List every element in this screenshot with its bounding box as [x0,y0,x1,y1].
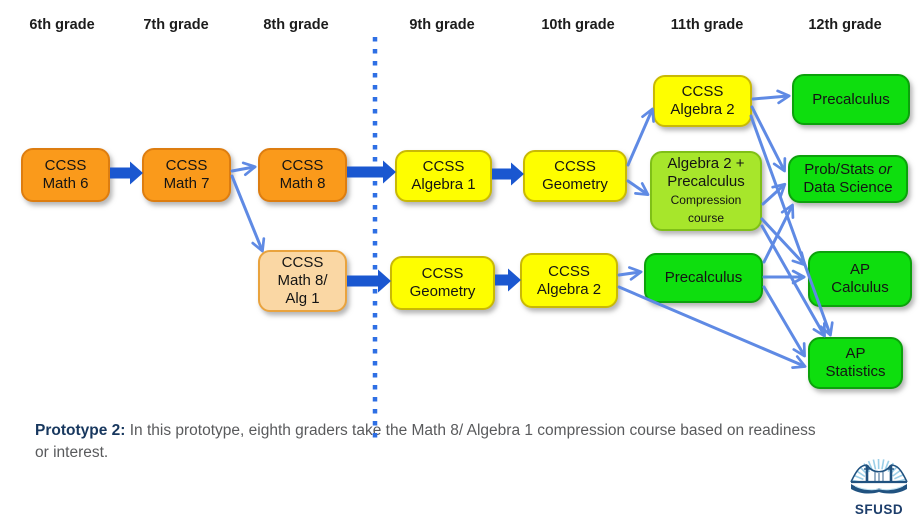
caption-text: In this prototype, eighth graders take t… [35,422,816,461]
grade-header-8th: 8th grade [263,17,329,33]
course-box-precalculus-11: Precalculus [644,253,763,303]
course-box-precalculus-12: Precalculus [792,74,910,125]
grade-header-6th: 6th grade [29,17,95,33]
logo-open-book [851,484,907,494]
grade-header-11th: 11th grade [670,17,744,33]
caption-label: Prototype 2: [35,422,126,439]
grade-header-10th: 10th grade [541,17,615,33]
grade-header-7th: 7th grade [143,17,209,33]
grade-header-9th: 9th grade [409,17,475,33]
sfusd-logo: SFUSD [841,446,917,517]
caption: Prototype 2: In this prototype, eighth g… [35,420,817,463]
logo-bridge [850,464,908,484]
sfusd-bridge-book-icon [850,458,908,494]
grade-header-12th: 12th grade [808,17,882,33]
sfusd-logo-text: SFUSD [854,502,904,517]
